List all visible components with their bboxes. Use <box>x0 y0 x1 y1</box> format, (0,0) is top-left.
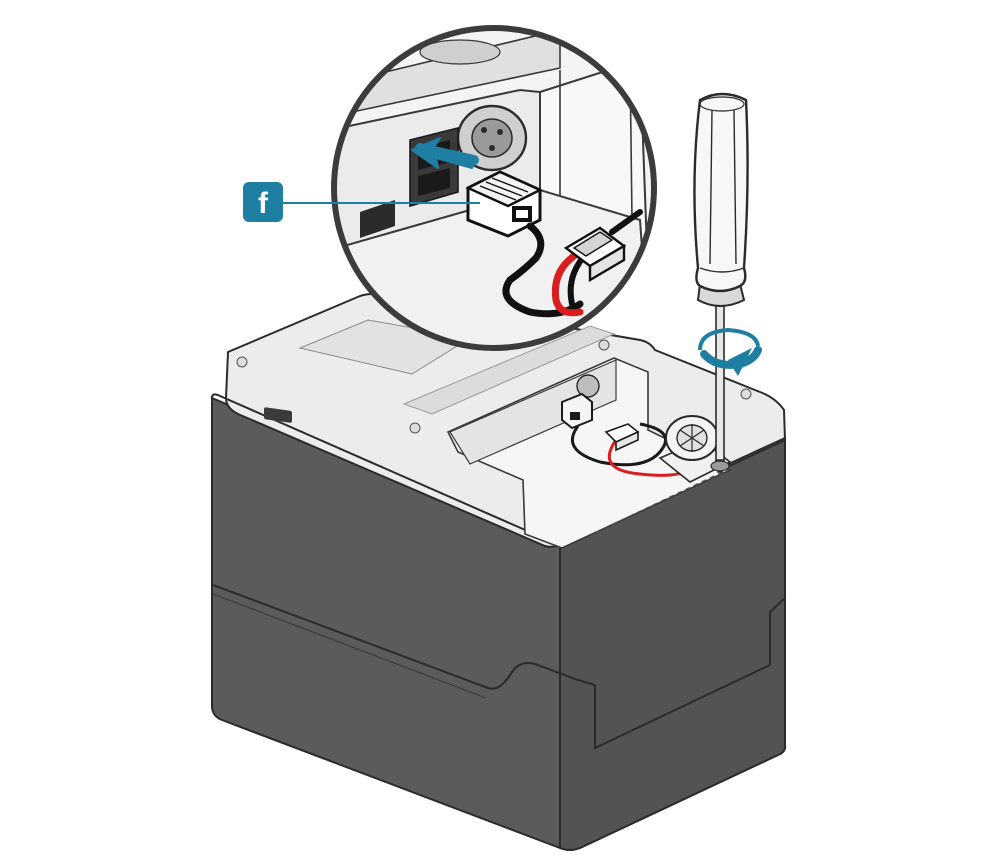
printer-body-right-face <box>559 436 787 851</box>
inline-connector-small <box>604 423 640 452</box>
screwdriver <box>693 92 749 473</box>
callout-badge <box>243 182 283 222</box>
zoom-usb-port <box>360 200 395 238</box>
screw-hole-2 <box>409 422 421 434</box>
magnified-detail <box>331 25 657 351</box>
callout-letter: f <box>258 187 269 220</box>
port-label-strip <box>402 325 616 415</box>
buzzer-module <box>658 415 732 483</box>
zoom-black-cable <box>502 222 584 318</box>
paper-exit-seam <box>212 584 596 690</box>
screw-hole-1 <box>236 356 248 368</box>
zoom-red-cable <box>551 252 584 317</box>
insert-arrow-icon <box>411 137 479 169</box>
interface-pocket-backwall <box>449 359 617 465</box>
callout-f: f <box>243 182 480 222</box>
body-lower-seam <box>212 593 487 699</box>
screw-hole-3 <box>598 339 610 351</box>
power-din-port <box>576 374 600 398</box>
zoom-rj-plug <box>465 170 543 238</box>
rj-connector-small <box>561 392 593 430</box>
rotate-clockwise-arrow-icon <box>698 327 762 376</box>
screwdriver-handle <box>693 92 749 293</box>
magnifier-ring <box>331 25 657 351</box>
black-cable-small <box>571 422 667 467</box>
hidden-outline <box>595 453 761 541</box>
red-cable-small <box>607 439 689 477</box>
front-cover-seam <box>594 597 786 750</box>
zoom-inline-connector <box>563 209 643 283</box>
top-tab-left <box>264 407 292 423</box>
screw-hole-5 <box>740 388 752 400</box>
screw-head <box>710 460 730 472</box>
